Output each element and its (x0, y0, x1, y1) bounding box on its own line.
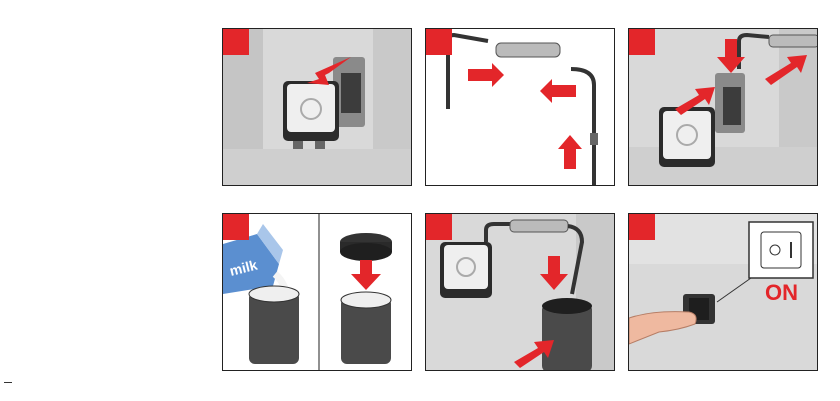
step-3-panel (628, 28, 818, 186)
step-badge (426, 29, 452, 55)
step-1-illustration (223, 29, 412, 186)
step-badge (629, 214, 655, 240)
step-badge (223, 29, 249, 55)
step-badge (223, 214, 249, 240)
step-2-panel (425, 28, 615, 186)
step-5-panel (425, 213, 615, 371)
on-label: ON (765, 280, 798, 306)
step-4-illustration: milk (223, 214, 412, 371)
step-5-illustration (426, 214, 615, 371)
step-badge (629, 29, 655, 55)
step-4-panel: milk (222, 213, 412, 371)
step-badge (426, 214, 452, 240)
step-3-illustration (629, 29, 818, 186)
edge-mark (4, 382, 12, 383)
step-6-panel: ON (628, 213, 818, 371)
step-1-panel (222, 28, 412, 186)
step-2-illustration (426, 29, 615, 186)
